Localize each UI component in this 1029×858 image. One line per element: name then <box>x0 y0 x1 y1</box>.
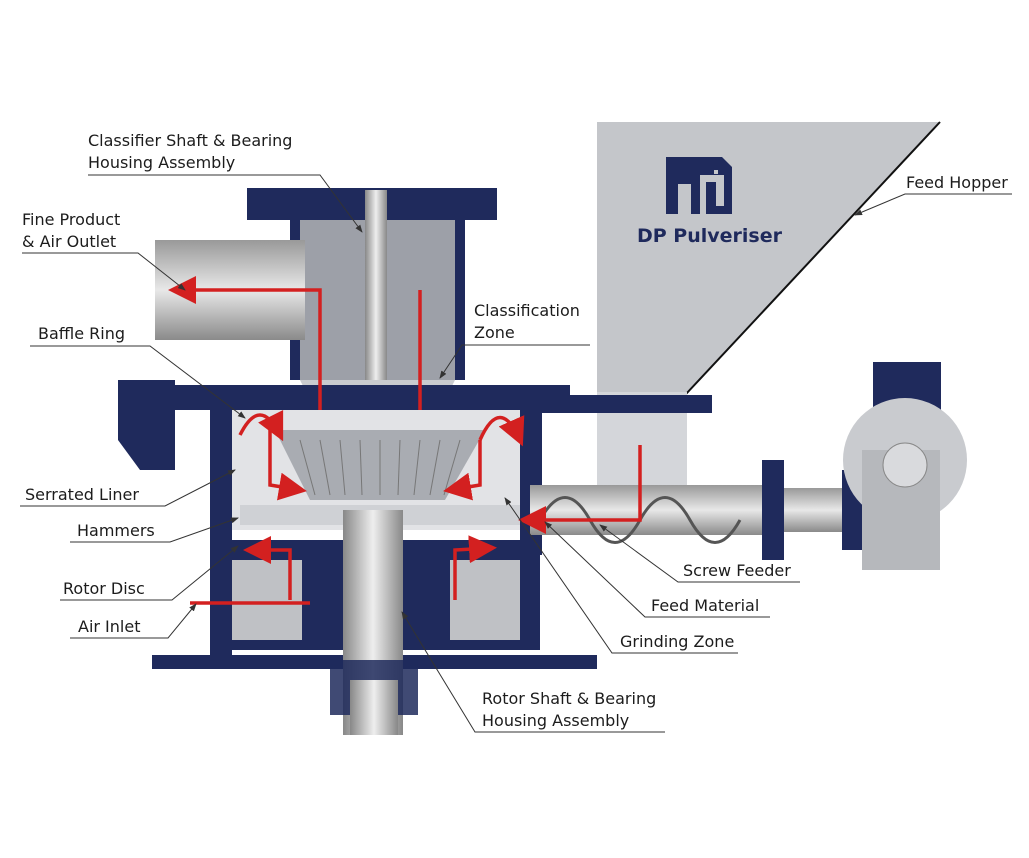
svg-text:Screw Feeder: Screw Feeder <box>683 561 791 580</box>
label-hammers: Hammers <box>70 517 239 543</box>
brand-name: DP Pulveriser <box>637 225 783 247</box>
label-rotor-shaft: Rotor Shaft & Bearing Housing Assembly <box>401 611 665 733</box>
svg-text:Air Inlet: Air Inlet <box>78 617 140 636</box>
svg-text:Housing Assembly: Housing Assembly <box>88 153 235 172</box>
label-screw-feeder: Screw Feeder <box>599 524 800 583</box>
svg-text:Hammers: Hammers <box>77 521 155 540</box>
label-feed-material: Feed Material <box>544 521 770 618</box>
svg-text:Rotor Shaft & Bearing: Rotor Shaft & Bearing <box>482 689 656 708</box>
svg-text:& Air Outlet: & Air Outlet <box>22 232 116 251</box>
label-serrated-liner: Serrated Liner <box>20 469 236 507</box>
svg-text:Classifier Shaft & Bearing: Classifier Shaft & Bearing <box>88 131 292 150</box>
brand-logo: DP Pulveriser <box>637 157 783 247</box>
svg-text:Feed Hopper: Feed Hopper <box>906 173 1008 192</box>
label-rotor-disc: Rotor Disc <box>60 545 239 601</box>
label-classifier-shaft: Classifier Shaft & Bearing Housing Assem… <box>88 131 363 233</box>
label-classification-zone: Classification Zone <box>439 301 590 379</box>
svg-text:Baffle Ring: Baffle Ring <box>38 324 125 343</box>
svg-text:Housing Assembly: Housing Assembly <box>482 711 629 730</box>
screw-feeder <box>530 362 967 570</box>
label-air-inlet: Air Inlet <box>70 603 197 639</box>
label-baffle-ring: Baffle Ring <box>30 324 246 419</box>
mill-body <box>118 380 597 735</box>
svg-text:Rotor Disc: Rotor Disc <box>63 579 145 598</box>
label-fine-product: Fine Product & Air Outlet <box>22 210 186 291</box>
svg-text:Classification: Classification <box>474 301 580 320</box>
svg-text:Serrated Liner: Serrated Liner <box>25 485 139 504</box>
svg-text:Feed Material: Feed Material <box>651 596 759 615</box>
svg-text:Zone: Zone <box>474 323 515 342</box>
label-feed-hopper: Feed Hopper <box>854 173 1012 216</box>
label-grinding-zone: Grinding Zone <box>504 497 738 654</box>
svg-text:Fine Product: Fine Product <box>22 210 120 229</box>
svg-text:Grinding Zone: Grinding Zone <box>620 632 734 651</box>
flow-arrows <box>168 276 642 605</box>
